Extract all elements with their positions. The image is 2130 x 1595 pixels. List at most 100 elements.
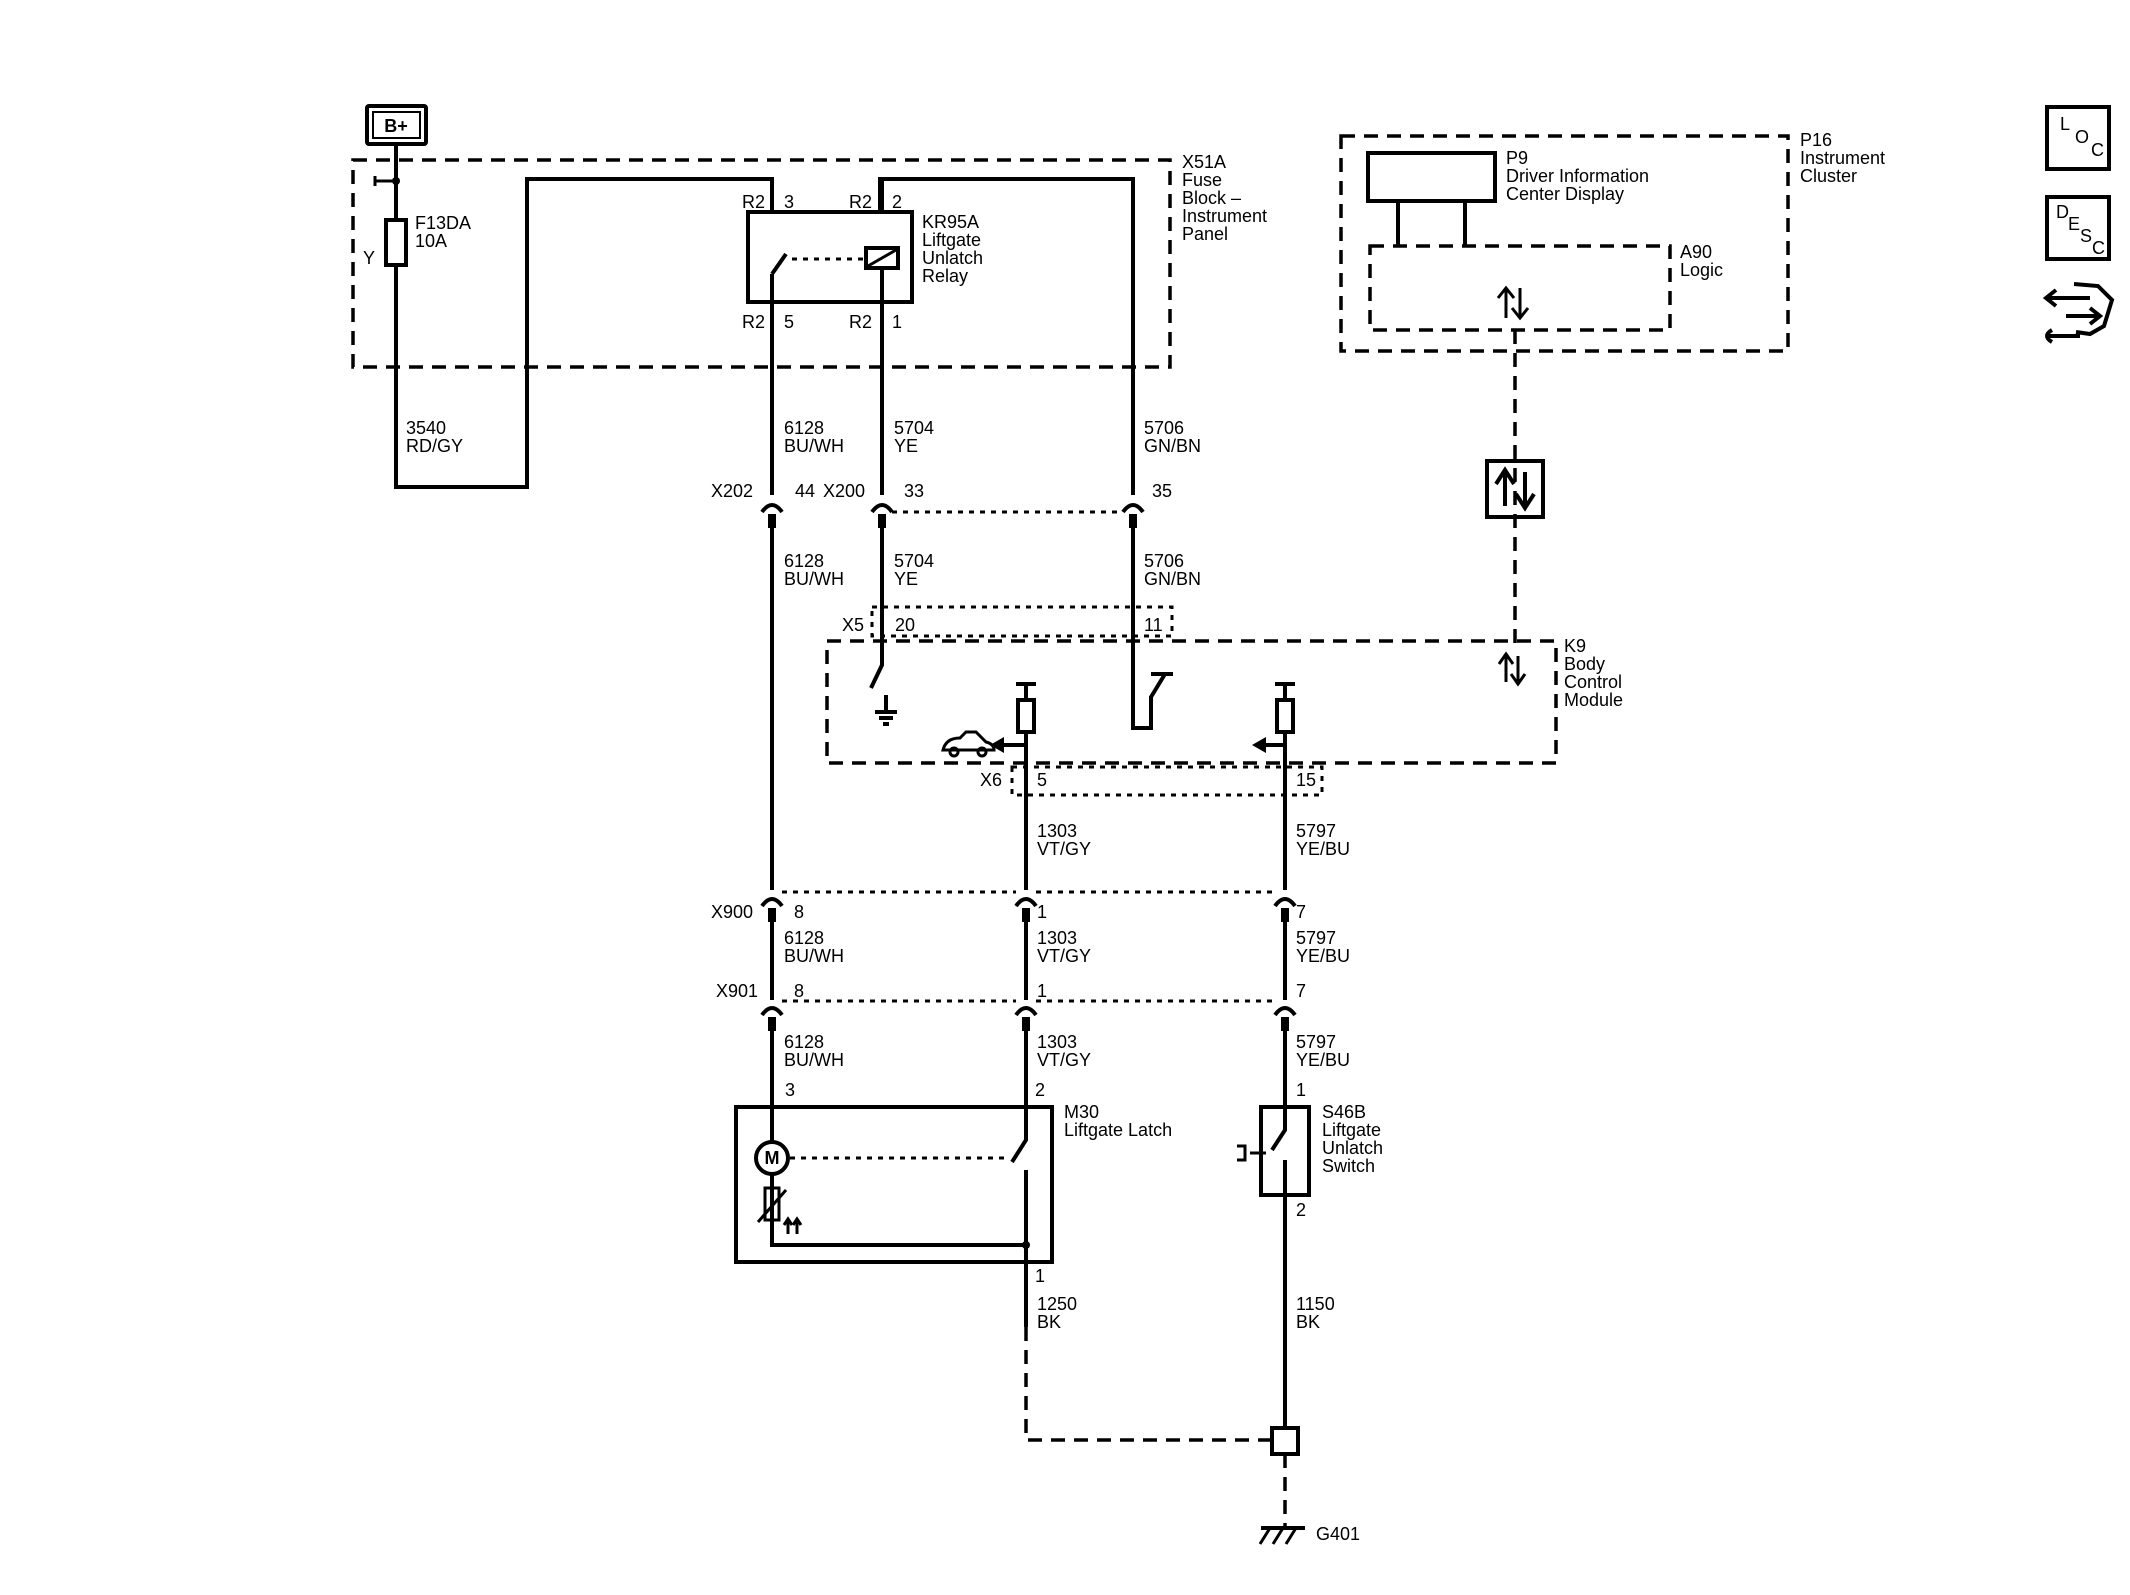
wire-5704-b-color: YE: [894, 569, 918, 589]
driver-info-display[interactable]: [1366, 151, 1497, 203]
wire-1303-a-num: 1303: [1037, 821, 1077, 841]
latch-pin3: 3: [785, 1080, 795, 1100]
latch-motor-label: M: [765, 1148, 780, 1168]
wire-5706-a-color: GN/BN: [1144, 436, 1201, 456]
bcm-line3: Module: [1564, 690, 1623, 710]
relay-kr95a[interactable]: [746, 210, 914, 304]
switch-line3: Switch: [1322, 1156, 1375, 1176]
wire-1250-color: BK: [1037, 1312, 1061, 1332]
fuse-id: F13DA: [415, 213, 471, 233]
cluster-line2: Cluster: [1800, 166, 1857, 186]
svg-text:S: S: [2080, 226, 2092, 246]
wire-3540[interactable]: [394, 177, 774, 489]
wire-5704-a-num: 5704: [894, 418, 934, 438]
connector-x202-x200[interactable]: [760, 503, 1145, 528]
svg-text:C: C: [2091, 140, 2104, 160]
switch-id: S46B: [1322, 1102, 1366, 1122]
latch-pin1: 1: [1035, 1266, 1045, 1286]
relay-pin3-conn: R2: [742, 192, 765, 212]
wire-1303-b-num: 1303: [1037, 928, 1077, 948]
x900-pin8: 8: [794, 902, 804, 922]
wire-6128-b-color: BU/WH: [784, 569, 844, 589]
latch-pin2: 2: [1035, 1080, 1045, 1100]
svg-text:O: O: [2075, 127, 2089, 147]
svg-text:D: D: [2056, 202, 2069, 222]
fuse-block-line2: Block –: [1182, 188, 1241, 208]
serial-data-symbol-arrows-icon: [1494, 466, 1536, 512]
connector-x901[interactable]: [760, 999, 1297, 1031]
wire-3540-color: RD/GY: [406, 436, 463, 456]
svg-text:E: E: [2068, 214, 2080, 234]
wire-5797-a-num: 5797: [1296, 821, 1336, 841]
diagnostic-wrench-icon[interactable]: [2042, 282, 2115, 344]
x200-id: X200: [823, 481, 865, 501]
connector-x5[interactable]: [870, 605, 1174, 638]
x901-pin8: 8: [794, 981, 804, 1001]
wire-5704-a-color: YE: [894, 436, 918, 456]
latch-id: M30: [1064, 1102, 1099, 1122]
fuse-rating: 10A: [415, 231, 447, 251]
cluster-outline: [1339, 134, 1790, 353]
relay-pin2: 2: [892, 192, 902, 212]
relay-line2: Unlatch: [922, 248, 983, 268]
fuse-f13da[interactable]: [384, 218, 408, 267]
wire-5706-a-num: 5706: [1144, 418, 1184, 438]
switch-pin2: 2: [1296, 1200, 1306, 1220]
x202-pin: 44: [795, 481, 815, 501]
wire-1303-c-num: 1303: [1037, 1032, 1077, 1052]
location-icon[interactable]: L O C: [2045, 105, 2111, 171]
fuse-block-line3: Instrument: [1182, 206, 1267, 226]
wire-1150-num: 1150: [1296, 1294, 1335, 1314]
bcm-data-arrows-icon: [1497, 651, 1527, 687]
switch-contact: [1270, 1107, 1287, 1195]
wire-6128-d-color: BU/WH: [784, 1050, 844, 1070]
bcm-driver-15: [1252, 682, 1295, 753]
display-line2: Center Display: [1506, 184, 1624, 204]
wire-1303-a-color: VT/GY: [1037, 839, 1091, 859]
x5-id: X5: [842, 615, 864, 635]
fuse-side-label: Y: [363, 248, 375, 268]
x5-pin11: 11: [1144, 615, 1163, 635]
relay-line1: Liftgate: [922, 230, 981, 250]
relay-pin5: 5: [784, 312, 794, 332]
wire-6128-c-color: BU/WH: [784, 946, 844, 966]
wire-1250-dashed-run: [1024, 1327, 1272, 1442]
x901-pin1: 1: [1037, 981, 1047, 1001]
x5-pin20: 20: [895, 615, 915, 635]
latch-splice-dot: [1022, 1241, 1030, 1249]
wire-5797-b-color: YE/BU: [1296, 946, 1350, 966]
wire-5704-lower[interactable]: [869, 528, 884, 689]
wires-x900-x901[interactable]: [770, 922, 1287, 1000]
wire-3540-num: 3540: [406, 418, 446, 438]
x200-pin33: 33: [904, 481, 924, 501]
x901-pin7: 7: [1296, 981, 1306, 1001]
data-arrows-icon: [1496, 285, 1530, 321]
supply-label: B+: [384, 116, 408, 136]
switch-line2: Unlatch: [1322, 1138, 1383, 1158]
vehicle-icon: [941, 730, 996, 758]
ground-splice-box: [1270, 1426, 1300, 1456]
connector-x6[interactable]: [1010, 765, 1324, 797]
x6-pin5: 5: [1037, 770, 1047, 790]
fuse-block-line4: Panel: [1182, 224, 1228, 244]
wire-6128-a-num: 6128: [784, 418, 824, 438]
relay-pin1-conn: R2: [849, 312, 872, 332]
wires-x901-devices[interactable]: [770, 1031, 1287, 1107]
x6-id: X6: [980, 770, 1002, 790]
wire-6128-a-color: BU/WH: [784, 436, 844, 456]
x900-pin1: 1: [1037, 902, 1047, 922]
wire-5706-lower[interactable]: [1131, 528, 1173, 730]
description-icon[interactable]: D E S C: [2045, 195, 2111, 261]
bcm-line1: Body: [1564, 654, 1605, 674]
relay-pin3: 3: [784, 192, 794, 212]
relay-id: KR95A: [922, 212, 979, 232]
liftgate-latch-m30[interactable]: [734, 1105, 1054, 1264]
relay-pin2-conn: R2: [849, 192, 872, 212]
x901-id: X901: [716, 981, 758, 1001]
display-line1: Driver Information: [1506, 166, 1649, 186]
relay-pin5-conn: R2: [742, 312, 765, 332]
wire-5797-c-num: 5797: [1296, 1032, 1336, 1052]
display-leads: [1396, 201, 1467, 246]
connector-x900[interactable]: [760, 890, 1297, 922]
